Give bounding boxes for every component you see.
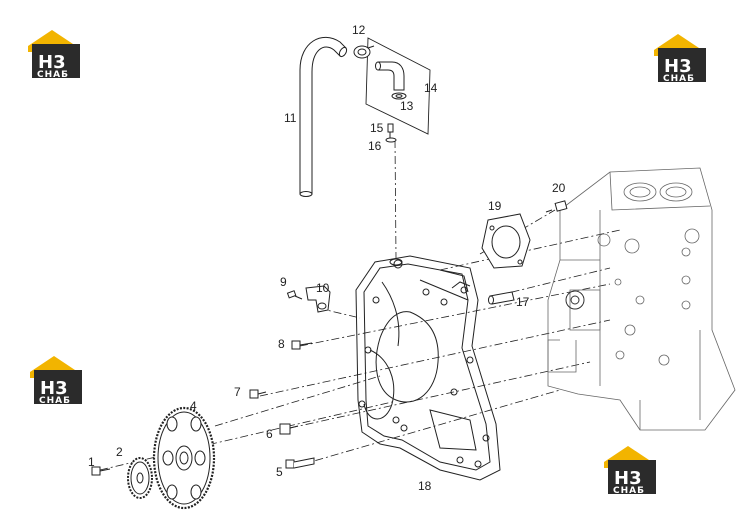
logo-mark: H3 bbox=[38, 52, 66, 73]
part-19-gasket bbox=[481, 213, 531, 269]
part-4-idler-gear bbox=[152, 406, 216, 510]
callout-6: 6 bbox=[266, 427, 273, 441]
engine-block bbox=[547, 167, 736, 431]
part-8-bolt bbox=[291, 340, 313, 350]
logo-mid-left: H3 СНАБ bbox=[30, 356, 82, 406]
part-16-washer bbox=[385, 137, 397, 143]
callout-labels: 1 2 4 5 6 7 8 9 10 11 12 13 14 15 16 17 … bbox=[88, 23, 566, 493]
part-12-clamp bbox=[353, 45, 375, 59]
callout-8: 8 bbox=[278, 337, 285, 351]
logo-subtitle: СНАБ bbox=[663, 74, 695, 84]
logo-top-left: H3 СНАБ bbox=[28, 30, 80, 80]
callout-12: 12 bbox=[352, 23, 366, 37]
callout-4: 4 bbox=[190, 399, 197, 413]
logo-mark: H3 bbox=[664, 56, 692, 77]
logo-subtitle: СНАБ bbox=[613, 486, 645, 496]
part-5-bolt bbox=[285, 457, 315, 469]
cover-port bbox=[389, 258, 471, 289]
logo-subtitle: СНАБ bbox=[37, 70, 69, 80]
callout-1: 1 bbox=[88, 455, 95, 469]
gear-cover bbox=[355, 255, 501, 481]
part-13-elbow bbox=[375, 61, 407, 100]
callout-17: 17 bbox=[516, 295, 530, 309]
callout-5: 5 bbox=[276, 465, 283, 479]
callout-7: 7 bbox=[234, 385, 241, 399]
callout-18: 18 bbox=[418, 479, 432, 493]
logo-mark: H3 bbox=[40, 378, 68, 399]
logo-subtitle: СНАБ bbox=[39, 396, 71, 406]
callout-10: 10 bbox=[316, 281, 330, 295]
part-6-bolt bbox=[279, 423, 299, 435]
part-2-small-gear bbox=[127, 457, 153, 499]
callout-14: 14 bbox=[424, 81, 438, 95]
part-9-bolt bbox=[286, 290, 303, 300]
part-17-pin bbox=[488, 291, 515, 305]
callout-9: 9 bbox=[280, 275, 287, 289]
callout-11: 11 bbox=[284, 111, 297, 125]
logo-mark: H3 bbox=[614, 468, 642, 489]
part-11-hose bbox=[299, 36, 348, 197]
callout-15: 15 bbox=[370, 121, 384, 135]
callout-13: 13 bbox=[400, 99, 414, 113]
callout-20: 20 bbox=[552, 181, 566, 195]
part-1-bolt bbox=[91, 466, 111, 476]
callout-2: 2 bbox=[116, 445, 123, 459]
logo-bottom-right: H3 СНАБ bbox=[604, 446, 656, 496]
part-7-bolt bbox=[249, 389, 267, 399]
part-14-breather-box bbox=[365, 37, 431, 135]
part-10-bracket bbox=[305, 285, 331, 313]
callout-16: 16 bbox=[368, 139, 382, 153]
part-20-bolt bbox=[545, 200, 568, 213]
logo-top-right: H3 СНАБ bbox=[654, 34, 706, 84]
callout-19: 19 bbox=[488, 199, 502, 213]
